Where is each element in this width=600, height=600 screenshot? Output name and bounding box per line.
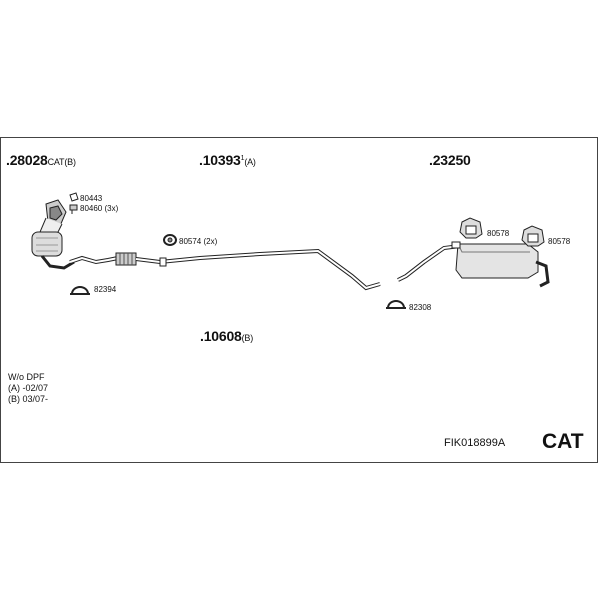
clamp-80574-icon (163, 234, 177, 246)
part-10608-label: .10608(B) (200, 328, 254, 344)
part-82394-label: 82394 (94, 285, 117, 294)
part-23250-label: .23250 (429, 152, 471, 168)
rubber-mount-80578-b-icon (521, 225, 545, 247)
note-line: (A) -02/07 (8, 383, 49, 393)
cat-badge: CAT (542, 430, 584, 453)
rear-silencer-drawing (397, 241, 550, 288)
part-82308-label: 82308 (409, 303, 432, 312)
rubber-mount-80578-icon (459, 217, 483, 239)
clamp-82394-icon (70, 286, 90, 295)
kit-code: FIK018899A (444, 437, 506, 449)
part-80574-label: 80574 (2x) (179, 237, 218, 246)
catalytic-converter-drawing (31, 199, 75, 270)
note-line: W/o DPF (8, 372, 45, 382)
part-80443-label: 80443 (80, 194, 103, 203)
bolt-80460-icon (69, 204, 78, 214)
diagram-frame (0, 137, 598, 463)
part-80460-label: 80460 (3x) (80, 204, 119, 213)
note-line: (B) 03/07- (8, 394, 49, 404)
part-80578-b-label: 80578 (548, 237, 571, 246)
gasket-80443-icon (69, 192, 79, 202)
middle-pipe-drawing (135, 248, 381, 291)
part-28028-label: .28028CAT(B) (6, 152, 76, 168)
part-80578-label: 80578 (487, 229, 510, 238)
clamp-82308-icon (386, 300, 406, 309)
part-10393-label: .103931(A) (199, 152, 256, 168)
front-pipe-drawing (69, 252, 137, 266)
